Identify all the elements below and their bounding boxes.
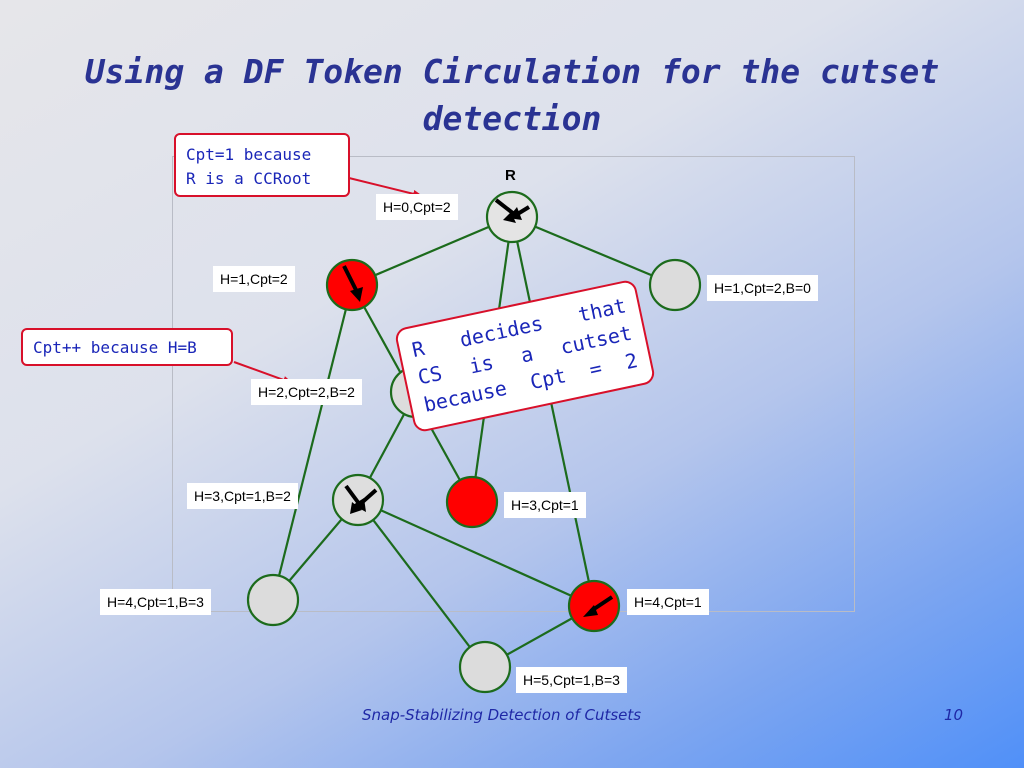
ccroot-callout: Cpt=1 because R is a CCRoot — [174, 133, 350, 197]
edge-d-g — [357, 498, 595, 608]
token-arrows — [342, 198, 614, 617]
node-h — [458, 640, 512, 694]
node-c-label: H=2,Cpt=2,B=2 — [251, 379, 362, 405]
token-arrow-d-icon — [344, 484, 378, 514]
node-e-label: H=3,Cpt=1 — [504, 492, 586, 518]
root-label: R — [505, 167, 516, 184]
cpt-increment-callout: Cpt++ because H=B — [21, 328, 233, 366]
edge-r-b — [511, 215, 676, 287]
node-f — [246, 573, 300, 627]
node-h-label: H=5,Cpt=1,B=3 — [516, 667, 627, 693]
node-r-label: H=0,Cpt=2 — [376, 194, 458, 220]
node-e — [445, 475, 499, 529]
edge-r-g — [510, 216, 596, 607]
node-b — [648, 258, 702, 312]
token-arrow-r-icon — [494, 198, 531, 223]
ccroot-callout-line-1: Cpt=1 because — [186, 145, 312, 164]
ccroot-callout-line-2: R is a CCRoot — [186, 169, 312, 188]
node-d-label: H=3,Cpt=1,B=2 — [187, 483, 298, 509]
edge-d-h — [357, 499, 486, 668]
footer-text: Snap-Stabilizing Detection of Cutsets — [362, 706, 642, 724]
node-f-label: H=4,Cpt=1,B=3 — [100, 589, 211, 615]
token-arrow-g-icon — [583, 595, 614, 617]
token-arrow-a-icon — [342, 265, 363, 302]
slide-title: Using a DF Token Circulation for the cut… — [84, 52, 940, 138]
edge-a-f — [271, 284, 354, 601]
node-g-label: H=4,Cpt=1 — [627, 589, 709, 615]
edge-r-a — [351, 215, 513, 287]
node-a-label: H=1,Cpt=2 — [213, 266, 295, 292]
page-number: 10 — [944, 706, 964, 724]
diagram-frame — [172, 156, 855, 612]
node-b-label: H=1,Cpt=2,B=0 — [707, 275, 818, 301]
root-callout-connector — [348, 177, 423, 198]
